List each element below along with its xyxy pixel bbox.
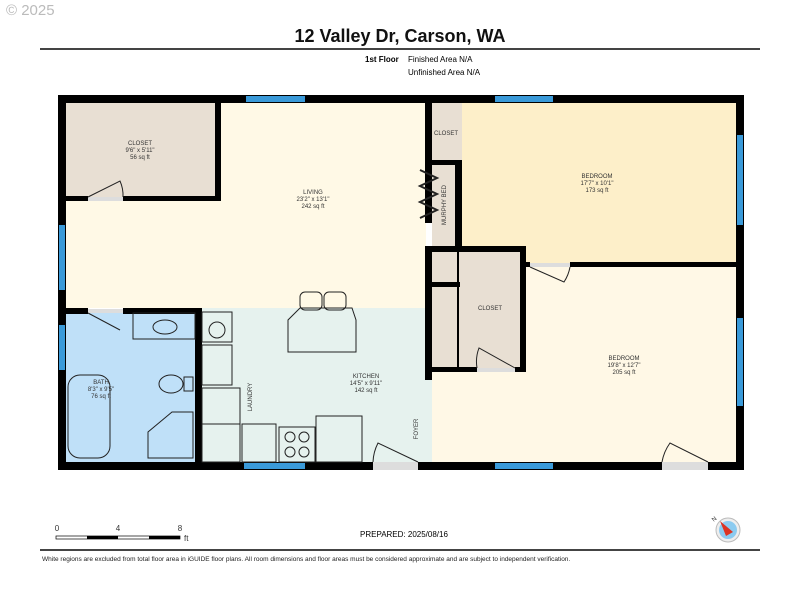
stool-icon <box>323 291 347 311</box>
bath-room <box>66 313 196 462</box>
bedroom-2-label: BEDROOM <box>608 356 639 362</box>
kitchen-area: 142 sq ft <box>354 388 377 394</box>
foyer-room <box>426 380 432 462</box>
murphy-bed-label: MURPHY BED <box>442 184 448 225</box>
toilet-icon <box>158 374 184 394</box>
closet-dims: 9'6" x 5'11" <box>125 148 154 154</box>
closet-room-2 <box>432 252 522 368</box>
shower-icon <box>147 411 194 459</box>
kitchen-label: KITCHEN <box>353 374 379 380</box>
dishwasher-icon <box>201 311 233 343</box>
divider <box>40 48 760 50</box>
closet-3-label: CLOSET <box>478 306 502 312</box>
scale-label: 8 <box>178 524 183 533</box>
page-title: 12 Valley Dr, Carson, WA <box>294 26 506 46</box>
living-area: 242 sq ft <box>301 204 324 210</box>
finished-area: Finished Area N/A <box>408 55 473 64</box>
fridge-icon <box>201 423 241 463</box>
disclaimer: White regions are excluded from total fl… <box>42 556 571 563</box>
counter <box>315 415 363 463</box>
scale-label: 4 <box>116 524 121 533</box>
vanity <box>132 312 196 340</box>
closet-area: 56 sq ft <box>130 155 150 161</box>
compass-north-label: N <box>711 516 718 523</box>
unfinished-area: Unfinished Area N/A <box>408 68 481 77</box>
kitchen-dims: 14'5" x 9'11" <box>350 381 382 387</box>
compass-icon: N <box>711 516 741 543</box>
windows <box>59 96 743 469</box>
floor-label: 1st Floor <box>365 55 399 64</box>
bedroom-1-dims: 17'7" x 10'1" <box>581 181 614 187</box>
sink-icon <box>152 319 178 335</box>
stove-icon <box>278 426 316 463</box>
copyright-watermark: © 2025 <box>6 2 55 19</box>
footer-divider <box>40 549 760 551</box>
door-openings <box>88 197 708 470</box>
bath-area: 76 sq ft <box>91 394 111 400</box>
stool-icon <box>299 291 323 311</box>
door-swings <box>87 180 709 463</box>
fixtures <box>67 169 440 463</box>
laundry-label: LAUNDRY <box>248 383 254 412</box>
kitchen-island <box>287 307 357 353</box>
kitchen-sink-icon <box>201 344 233 386</box>
bedroom-1-label: BEDROOM <box>581 174 612 180</box>
bedroom-1-room <box>462 103 736 263</box>
bath-dims: 8'3" x 9'5" <box>88 387 114 393</box>
bedroom-2-area: 205 sq ft <box>612 370 635 376</box>
scale-unit: ft <box>184 534 189 543</box>
closet-2-label: CLOSET <box>434 131 458 137</box>
closet-label: CLOSET <box>128 141 152 147</box>
murphy-bed-icon <box>417 169 440 219</box>
bedroom-1-area: 173 sq ft <box>585 188 608 194</box>
bedroom-2-dims: 19'8" x 12'7" <box>608 363 641 369</box>
foyer-label: FOYER <box>414 418 420 439</box>
prepared-date: PREPARED: 2025/08/16 <box>360 530 448 539</box>
kitchen-room <box>200 308 426 462</box>
scale-bar: 0 4 8 ft <box>55 524 189 543</box>
bathtub-icon <box>67 374 111 459</box>
closet-room <box>66 103 216 197</box>
scale-label: 0 <box>55 524 60 533</box>
bath-label: BATH <box>93 380 109 386</box>
living-label: LIVING <box>303 190 323 196</box>
living-dims: 23'2" x 13'1" <box>297 197 330 203</box>
dryer-icon <box>241 423 277 463</box>
